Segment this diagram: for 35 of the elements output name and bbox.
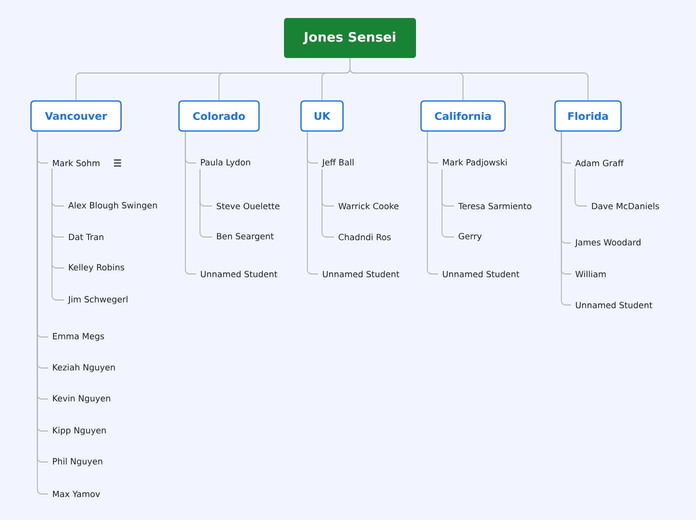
subtopic-text: Unnamed Student <box>200 270 278 278</box>
topic-box: California <box>420 100 506 132</box>
subtopic-text: Adam Graff <box>575 160 624 166</box>
subtopic-text: Kipp Nguyen <box>53 426 106 436</box>
subtopic-text: Mark Padjowski <box>443 158 507 168</box>
subtopic-text: Teresa Sarmiento <box>458 202 532 210</box>
subtopic-text: Kelley Robins <box>69 264 124 272</box>
subtopic-text: Max Yamov <box>53 490 100 498</box>
subtopic-text: William <box>576 270 606 278</box>
subtopic-text: Jim Schwegerl <box>68 296 128 304</box>
topic-box: Vancouver <box>30 100 122 132</box>
connector-line <box>350 58 588 101</box>
topic-box: UK <box>300 100 344 132</box>
subtopic-text: Ben Seargent <box>217 232 274 242</box>
subtopic-text: Dat Tran <box>69 234 104 240</box>
subtopic-text: Mark Sohm <box>53 160 100 166</box>
subtopic-text: Unnamed Student <box>322 270 400 278</box>
subtopic-text: Paula Lydon <box>201 158 250 168</box>
subtopic-text: Alex Blough Swingen <box>68 202 157 210</box>
root-topic-box: Jones Sensei <box>284 18 416 58</box>
subtopic-text: Jeff Ball <box>322 158 354 168</box>
subtopic-text: Gerry <box>458 232 482 242</box>
subtopic-text: Unnamed Student <box>442 270 520 278</box>
subtopic-text: Phil Nguyen <box>53 458 102 466</box>
subtopic-text: Keziah Nguyen <box>53 364 115 372</box>
subtopic-text: Kevin Nguyen <box>53 394 110 404</box>
subtopic-text: James Woodard <box>574 238 640 248</box>
subtopic-text: Warrick Cooke <box>338 202 399 210</box>
subtopic-text: Emma Megs <box>53 333 104 341</box>
topic-box: Florida <box>554 100 622 132</box>
subtopic-text: Unnamed Student <box>576 302 652 308</box>
subtopic-text: Chadndi Ros <box>338 234 391 240</box>
topic-box: Colorado <box>178 100 260 132</box>
subtopic-text: Steve Ouelette <box>216 202 280 210</box>
subtopic-text: Dave McDaniels <box>592 202 660 210</box>
